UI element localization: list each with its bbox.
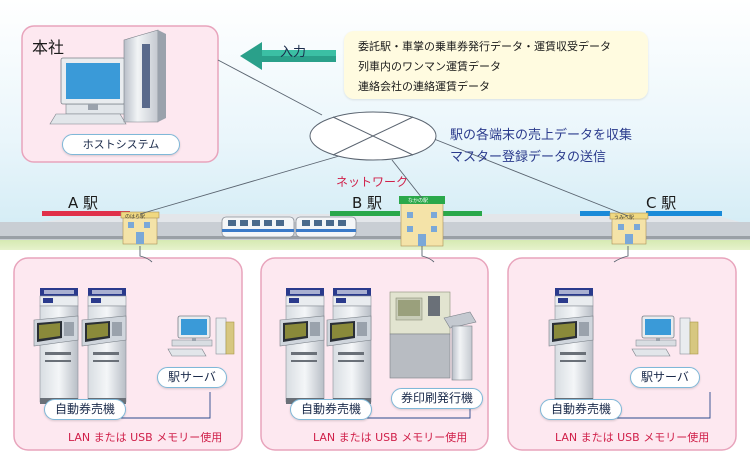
- network-note: マスター登録データの送信: [450, 150, 607, 165]
- station-name-b: B 駅: [352, 194, 383, 212]
- hq-title: 本社: [32, 38, 65, 57]
- data-source-box: 委託駅・車掌の乗車券発行データ・運賃収受データ 列車内のワンマン運賃データ 連絡…: [344, 31, 648, 99]
- station-name-c: C 駅: [646, 194, 677, 212]
- info-line: 連絡会社の連絡運賃データ: [358, 80, 490, 93]
- ticket-machine-label: 自動券売機: [290, 399, 372, 420]
- ticket-machine-label: 自動券売機: [44, 399, 126, 420]
- input-arrow-label: 入力: [280, 45, 307, 60]
- station-server-label: 駅サーバ: [630, 367, 700, 388]
- network-label: ネットワーク: [336, 175, 409, 189]
- station-server-label: 駅サーバ: [157, 367, 227, 388]
- station-name-a: A 駅: [68, 194, 99, 212]
- host-system-label: ホストシステム: [62, 134, 180, 155]
- lan-usb-note: LAN または USB メモリー使用: [555, 431, 710, 444]
- station-sign-a: のはら駅: [125, 214, 146, 220]
- info-line: 委託駅・車掌の乗車券発行データ・運賃収受データ: [358, 40, 611, 53]
- info-line: 列車内のワンマン運賃データ: [358, 60, 501, 73]
- lan-usb-note: LAN または USB メモリー使用: [313, 431, 468, 444]
- network-note: 駅の各端末の売上データを収集: [450, 128, 633, 143]
- ticket-printer-label: 券印刷発行機: [391, 388, 483, 409]
- ticket-machine-label: 自動券売機: [540, 399, 622, 420]
- station-sign-c: うみべ駅: [614, 215, 635, 221]
- lan-usb-note: LAN または USB メモリー使用: [68, 431, 223, 444]
- station-sign-b: なかの駅: [408, 198, 429, 204]
